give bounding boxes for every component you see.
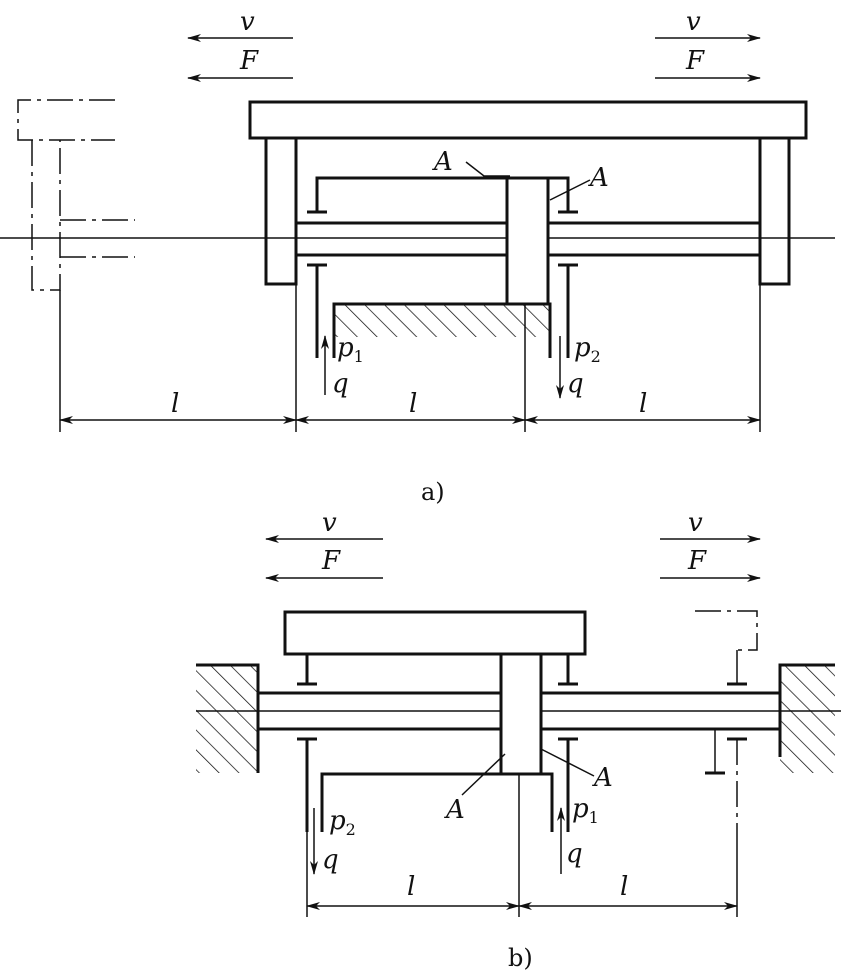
flow-label-right-b: q	[566, 839, 583, 869]
flow-label-left-a: q	[332, 369, 349, 399]
figure-a: v F v F	[0, 7, 835, 506]
pressure-label-p1-b: p1	[572, 794, 599, 827]
force-label-right-b: F	[687, 546, 707, 576]
piston-block-a	[505, 176, 550, 306]
direction-arrows-left-b: v F	[265, 508, 383, 582]
length-label-3-a: l	[639, 389, 647, 419]
direction-arrows-right-a: v F	[655, 7, 761, 82]
velocity-label-left-b: v	[322, 508, 337, 538]
piston-block-b	[499, 652, 543, 776]
area-leader-left-b	[461, 753, 506, 796]
left-wall-hatch-b	[196, 665, 258, 773]
right-end-plate-a	[758, 136, 791, 286]
force-label-left-a: F	[239, 46, 259, 76]
phantom-table-position-b	[695, 610, 758, 832]
ground-hatch-a	[334, 305, 550, 337]
cylinder-lower-right-b	[541, 772, 554, 832]
area-leader-right-b	[540, 748, 595, 777]
force-label-left-b: F	[321, 546, 341, 576]
velocity-label-left-a: v	[240, 7, 255, 37]
pressure-label-p2-b: p2	[329, 806, 356, 839]
direction-arrows-left-a: v F	[187, 7, 293, 82]
flow-label-right-a: q	[567, 369, 584, 399]
area-label-right-b: A	[592, 763, 613, 793]
length-label-1-a: l	[171, 389, 179, 419]
cylinder-lower-left-b	[320, 772, 501, 832]
right-wall-b	[778, 663, 835, 757]
right-wall-hatch-b	[780, 665, 835, 773]
velocity-label-right-b: v	[688, 508, 703, 538]
cylinder-upper-left-a	[315, 176, 507, 212]
force-label-right-a: F	[685, 46, 705, 76]
cylinder-upper-right-a	[548, 176, 570, 212]
velocity-label-right-a: v	[686, 7, 701, 37]
area-label-left-b: A	[444, 795, 465, 825]
left-wall-b	[196, 663, 260, 773]
caption-b: b)	[508, 944, 533, 972]
area-leader-left-a	[465, 161, 510, 177]
length-label-1-b: l	[407, 872, 415, 902]
length-label-2-b: l	[620, 872, 628, 902]
area-label-left-a: A	[432, 147, 453, 177]
left-end-plate-a	[264, 136, 298, 286]
caption-a: a)	[421, 478, 445, 506]
work-table-a	[248, 100, 808, 140]
area-label-right-a: A	[588, 163, 609, 193]
figure-b: v F v F	[196, 508, 841, 972]
pressure-label-p1-a: p1	[337, 333, 364, 366]
work-table-b	[283, 610, 587, 656]
area-leader-right-a	[549, 179, 591, 201]
flow-label-left-b: q	[322, 845, 339, 875]
length-label-2-a: l	[409, 389, 417, 419]
direction-arrows-right-b: v F	[660, 508, 761, 582]
phantom-table-position	[17, 99, 135, 291]
pressure-label-p2-a: p2	[574, 333, 601, 366]
